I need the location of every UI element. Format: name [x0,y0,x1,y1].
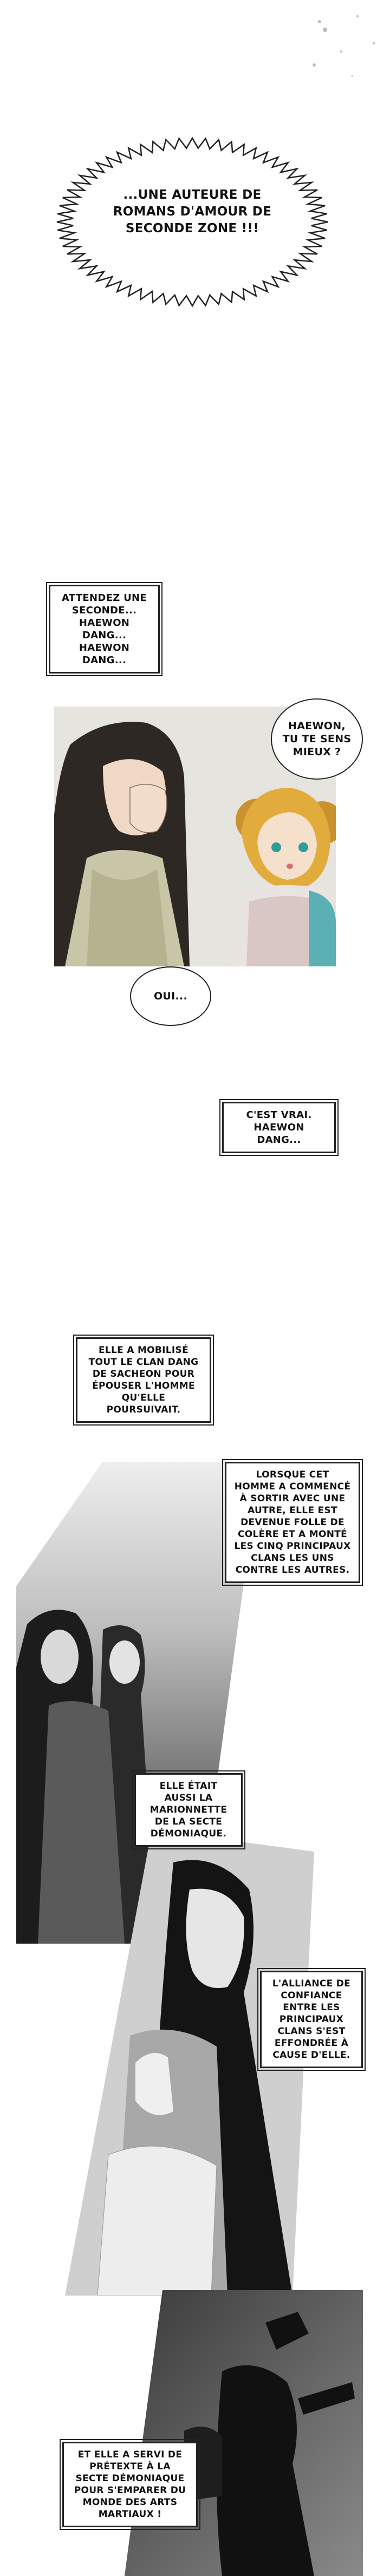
thought-text-auteur: ...UNE AUTEURE DE ROMANS D'AMOUR DE SECO… [113,188,272,236]
narration-box-clan-dang: ELLE A MOBILISÉ TOUT LE CLAN DANG DE SAC… [73,1335,214,1426]
panel-illustration [65,1830,314,2296]
narration-box-alliance: L'ALLIANCE DE CONFIANCE ENTRE LES PRINCI… [257,1968,366,2071]
panel-grayscale-action [60,2290,363,2576]
narration-box-cinq-clans: LORSQUE CET HOMME A COMMENCÉ À SORTIR AV… [222,1459,363,1586]
speech-bubble-oui: OUI... [130,966,211,1026]
panel-illustration [54,707,336,966]
thought-burst-bubble [56,136,328,308]
panel-grayscale-woman [65,1830,314,2296]
sparkle-decoration [313,15,375,77]
narration-box-attendez: ATTENDEZ UNE SECONDE... HAEWON DANG... H… [46,582,162,676]
narration-box-cest-vrai: C'EST VRAI. HAEWON DANG... [219,1099,339,1156]
narration-box-pretexte: ET ELLE A SERVI DE PRÉTEXTE À LA SECTE D… [60,2439,200,2530]
narration-box-marionnette: ELLE ÉTAIT AUSSI LA MARIONNETTE DE LA SE… [132,1770,245,1849]
speech-bubble-haewon-question: HAEWON, TU TE SENS MIEUX ? [271,698,363,780]
panel-haewon-with-man [54,707,336,966]
panel-illustration [125,2290,363,2576]
